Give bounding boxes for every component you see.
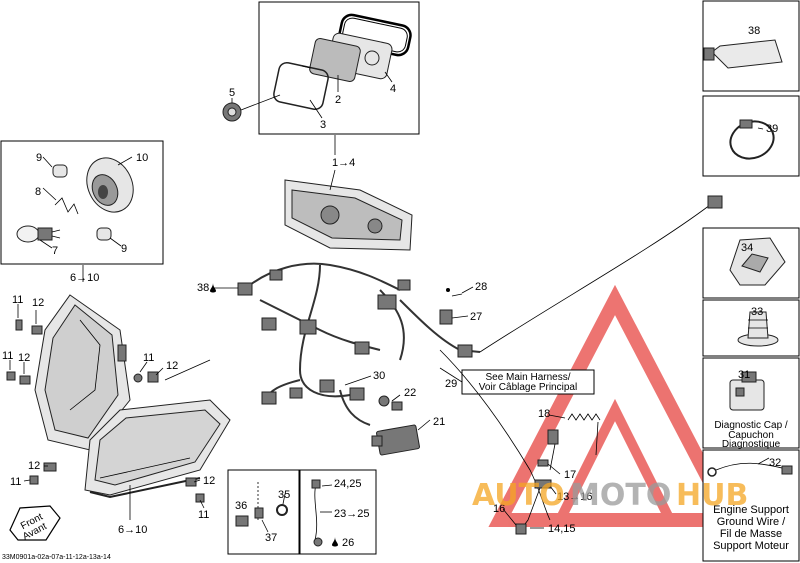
adhesive-drop-icon [332, 537, 338, 547]
spring-18 [547, 413, 601, 471]
figure-code: 33M0901a-02a-07a-11-12a-13a-14 [2, 554, 111, 561]
callout-11b: 11 [2, 350, 13, 362]
engine-support-note-line2: Ground Wire / [717, 516, 786, 528]
part-39-box [702, 95, 800, 177]
callout-2: 2 [335, 94, 341, 106]
bulb-clip [54, 197, 79, 215]
ring-terminal-35 [276, 504, 288, 516]
callout-35: 35 [278, 489, 290, 501]
diagnostic-cap-note-line2: Capuchon [728, 430, 774, 441]
terminal-37 [254, 482, 264, 520]
engine-support-note-line4: Support Moteur [713, 540, 789, 552]
callout-4: 4 [390, 83, 396, 95]
watermark-logo [488, 284, 742, 527]
diagnostic-cap-note-line1: Diagnostic Cap / [714, 420, 788, 431]
callout-31: 31 [738, 369, 750, 381]
grease-tube-38 [703, 39, 783, 69]
callout-22: 22 [404, 387, 416, 399]
engine-support-note-line3: Fil de Masse [720, 528, 782, 540]
callout-27: 27 [470, 311, 482, 323]
watermark-hub: HUB [676, 478, 748, 513]
callout-24-25: 24,25 [334, 478, 362, 490]
diagnostic-cap-note-line3: Diagnostique [722, 439, 781, 450]
callout-13-16: 13→16 [557, 491, 592, 503]
clip-28 [446, 288, 463, 297]
headlamp-bulb-box [0, 140, 164, 265]
callout-11e: 11 [198, 509, 209, 521]
callout-12d: 12 [28, 460, 40, 472]
callout-12a: 12 [32, 297, 44, 309]
callout-8: 8 [35, 186, 41, 198]
callout-39: 39 [766, 123, 778, 135]
headlamp-wiring-harness [237, 195, 723, 521]
diagnostic-cap-31 [729, 371, 765, 411]
callout-3: 3 [320, 119, 326, 131]
callout-11a: 11 [12, 294, 23, 306]
callout-12e: 12 [203, 475, 215, 487]
bulb-socket [52, 164, 112, 241]
watermark-moto: MOTO [570, 478, 671, 513]
callout-29: 29 [445, 378, 457, 390]
callout-labels: 1→4 2 3 4 5 6→10 6→10 7 8 9 9 10 11 11 1… [2, 25, 781, 549]
main-harness-note-box [461, 369, 595, 395]
callout-9b: 9 [121, 243, 127, 255]
callout-12b: 12 [18, 352, 30, 364]
left-headlamp-fasteners [6, 319, 159, 485]
callout-9a: 9 [36, 152, 42, 164]
callout-5: 5 [229, 87, 235, 99]
cable-tie-39 [729, 119, 775, 160]
adhesive-drop-icon [210, 283, 216, 293]
relay-nut [378, 395, 403, 411]
gauge-knob [222, 102, 242, 122]
watermark-text: AUTO MOTO HUB [472, 478, 748, 513]
front-direction-arrow [9, 505, 61, 541]
callout-33: 33 [751, 306, 763, 318]
left-headlamp [34, 294, 131, 451]
relay-module [371, 424, 420, 456]
watermark-auto: AUTO [472, 478, 565, 513]
right-headlamp-fasteners [185, 477, 205, 503]
callout-12c: 12 [166, 360, 178, 372]
callout-18: 18 [538, 408, 550, 420]
callout-26: 26 [342, 537, 354, 549]
callout-21: 21 [433, 416, 445, 428]
callout-28: 28 [475, 281, 487, 293]
callout-11d: 11 [10, 476, 21, 488]
connector-36 [235, 515, 249, 527]
callout-36: 36 [235, 500, 247, 512]
callout-11c: 11 [143, 352, 154, 364]
callout-6-10-bottom: 6→10 [118, 524, 147, 536]
callout-14-15: 14,15 [548, 523, 576, 535]
callout-23-25: 23→25 [334, 508, 369, 520]
callout-32: 32 [769, 457, 781, 469]
callout-34: 34 [741, 242, 753, 254]
callout-17: 17 [564, 469, 576, 481]
sensor-wire-24-25 [311, 479, 323, 547]
callout-30: 30 [373, 370, 385, 382]
engine-support-note-line1: Engine Support [713, 504, 789, 516]
connector-27 [439, 309, 453, 325]
headlamp-bulb [16, 225, 61, 243]
callout-16: 16 [493, 503, 505, 515]
callout-38-box: 38 [748, 25, 760, 37]
callout-10: 10 [136, 152, 148, 164]
callout-1-4: 1→4 [332, 157, 355, 169]
callout-37: 37 [265, 532, 277, 544]
push-rivet-33 [737, 311, 779, 347]
right-headlamp [84, 399, 231, 499]
callout-7: 7 [52, 245, 58, 257]
callout-38-harness: 38 [197, 282, 209, 294]
main-harness-note-line2: Voir Câblage Principal [479, 382, 577, 393]
gauge-assembly [284, 179, 413, 251]
clip-34 [729, 237, 786, 286]
main-harness-note-line1: See Main Harness/ [485, 372, 570, 383]
headlamp-reflector [86, 157, 134, 213]
callout-6-10-top: 6→10 [70, 272, 99, 284]
sensor-13-16 [515, 459, 552, 535]
ground-wire-32 [707, 462, 793, 477]
